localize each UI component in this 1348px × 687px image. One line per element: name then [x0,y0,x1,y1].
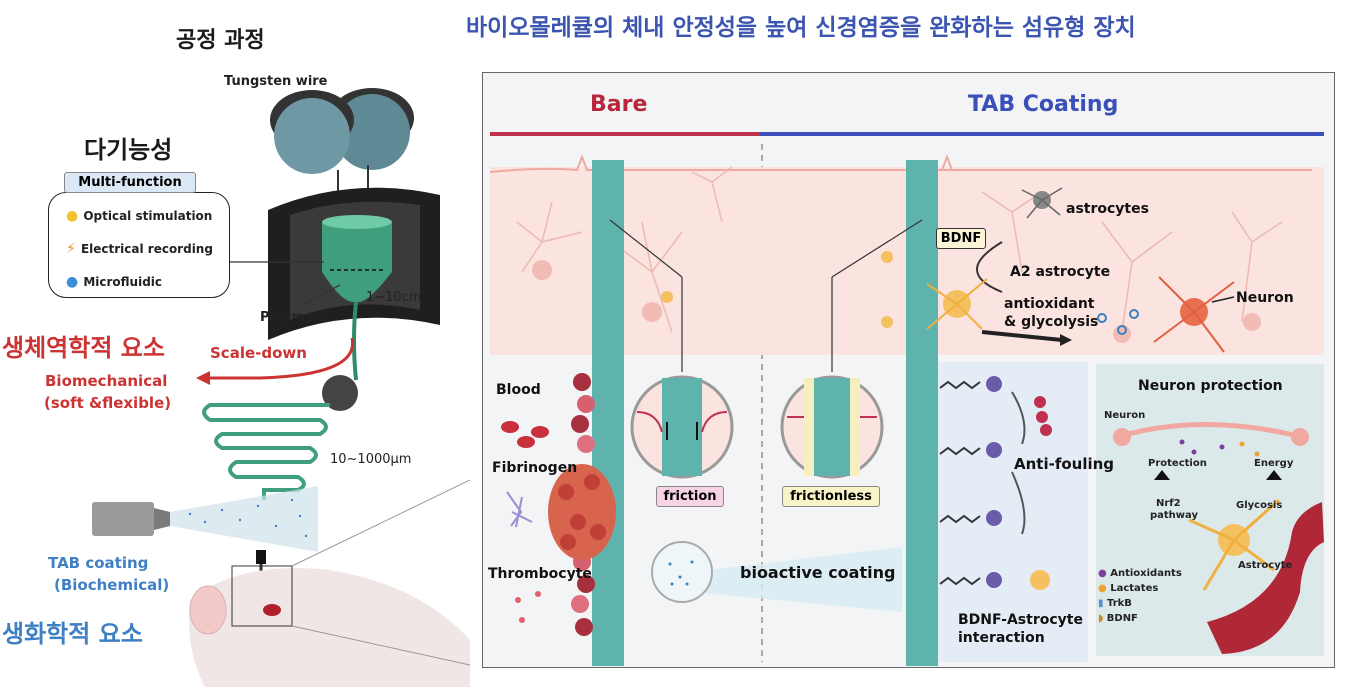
bioactive-magnifier [651,541,713,603]
np-astrocyte-label: Astrocyte [1238,560,1293,571]
neuron-label: Neuron [1236,290,1294,306]
energy-label: Energy [1254,458,1294,469]
list-item: ● Microfluidic [66,274,163,290]
protection-label: Protection [1148,458,1207,469]
legend-item: ● Lactates [1098,583,1159,594]
detail-illustration [489,132,1324,666]
biomechanical-label: Biomechanical [45,372,168,390]
friction-chip: friction [656,486,724,507]
list-item: ● Optical stimulation [66,208,213,224]
bioactive-coating-label: bioactive coating [740,563,896,582]
biochemical-ko-label: 생화학적 요소 [2,620,143,648]
thrombocyte-label: Thrombocyte [488,566,592,582]
receptor-icon: ▮ [1098,598,1104,609]
biochemical-label: (Biochemical) [54,576,170,594]
roller-icon [322,375,358,411]
dot-icon: ● [1098,568,1107,579]
legend-item: ◗ BDNF [1098,613,1138,624]
bdnf-box: BDNF [936,228,986,249]
blood-label: Blood [496,382,541,398]
tab-coating-header: TAB Coating [968,92,1119,117]
process-title: 공정 과정 [176,28,265,53]
glycolysis-label: & glycolysis [1004,314,1099,330]
frictionless-chip: frictionless [782,486,880,507]
a2-astrocyte-label: A2 astrocyte [1010,264,1111,280]
serpentine-fiber [202,403,330,500]
polymers-label: Polymers [260,310,328,325]
multi-function-chip: Multi-function [64,172,196,193]
glycosis-label: Glycosis [1236,500,1283,511]
biomechanical-ko-label: 생체역학적 요소 [2,334,165,362]
mouse-icon [189,568,470,687]
arrow-left-icon [196,371,210,385]
fibrinogen-label: Fibrinogen [492,460,578,476]
neuron-protection-title: Neuron protection [1138,378,1283,394]
legend-item: ● Antioxidants [1098,568,1182,579]
anti-fouling-label: Anti-fouling [1014,455,1115,473]
np-neuron-label: Neuron [1104,410,1146,421]
fabrication-illustration [92,88,470,687]
spool-icon [270,88,414,174]
bdnf-icon: ◗ [1098,613,1104,624]
nrf2-label: Nrf2 [1156,498,1181,509]
bdnf-astrocyte-label: BDNF-Astrocyte [958,612,1083,628]
legend-item: ▮ TrkB [1098,598,1132,609]
bare-label: Bare [590,92,648,117]
coated-fiber [906,160,938,666]
tungsten-wire-label: Tungsten wire [224,74,328,89]
multifunction-ko-title: 다기능성 [84,136,173,164]
preform-icon [322,222,392,302]
fibrin-clot [548,464,616,560]
list-item: ⚡ Electrical recording [66,241,213,257]
soft-flexible-label: (soft &flexible) [44,394,172,412]
interaction-label: interaction [958,630,1045,646]
lightning-icon: ⚡ [66,241,76,257]
lightbulb-icon: ● [66,208,79,224]
main-title: 바이오몰레큘의 체내 안정성을 높여 신경염증을 완화하는 섬유형 장치 [466,15,1136,41]
spray-nozzle-icon [92,502,154,536]
function-box [48,192,230,298]
bare-fiber [592,160,624,666]
pathway-label: pathway [1150,510,1199,521]
size-cm-label: 1~10cm [366,290,422,305]
dot-icon: ● [1098,583,1107,594]
scale-down-label: Scale-down [210,344,307,362]
antioxidant-label: antioxidant [1004,296,1095,312]
tab-coating-label: TAB coating [48,554,149,572]
size-um-label: 10~1000μm [330,452,412,467]
droplet-icon: ● [66,274,79,290]
astrocytes-label: astrocytes [1066,201,1149,217]
